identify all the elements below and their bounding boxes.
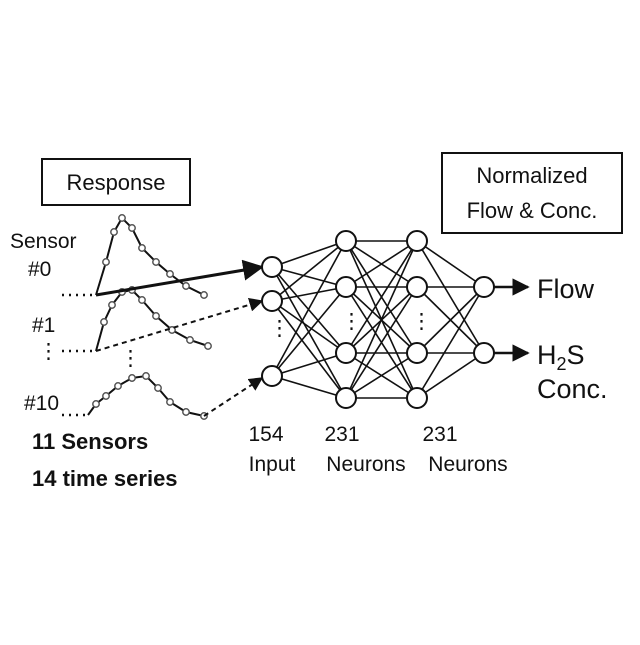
output-box-line2: Flow & Conc. <box>467 198 598 223</box>
h2s-subscript: 2 <box>557 354 567 374</box>
hidden1-count: 231 <box>324 423 359 446</box>
output-neuron-1 <box>474 343 494 363</box>
hidden1-neuron-2 <box>336 343 356 363</box>
hidden2-neuron-1 <box>407 277 427 297</box>
sensor-heading: Sensor <box>10 230 77 253</box>
input-neuron-0 <box>262 257 282 277</box>
hidden1-neuron-0 <box>336 231 356 251</box>
sensor-summary: 11 Sensors 14 time series <box>32 429 178 491</box>
input-name: Input <box>249 453 296 476</box>
output-labels: Flow H2S Conc. <box>537 274 608 404</box>
sensor-0-arrow <box>96 267 262 295</box>
hidden2-count: 231 <box>422 423 457 446</box>
network-connections <box>272 241 484 398</box>
summary-line1: 11 Sensors <box>32 429 148 454</box>
sensor-0-label: #0 <box>28 258 51 281</box>
output-neuron-0 <box>474 277 494 297</box>
sensor-labels: Sensor #0 #1 ⋮ #10 <box>10 230 77 415</box>
h2s-label: H2S <box>537 340 585 374</box>
input-arrows <box>96 267 262 416</box>
h2s-tail: S <box>567 340 585 370</box>
sensor-ellipsis: ⋮ <box>38 340 59 363</box>
summary-line2: 14 time series <box>32 466 178 491</box>
hidden2-ellipsis: ⋮ <box>411 310 432 333</box>
output-box: Normalized Flow & Conc. <box>442 153 622 233</box>
flow-label: Flow <box>537 274 595 304</box>
input-layer-ellipsis: ⋮ <box>269 317 290 340</box>
connection-hidden2-3-output-1 <box>417 353 484 398</box>
sensor-1-label: #1 <box>32 314 55 337</box>
sensor-0-curve <box>62 215 207 298</box>
hidden1-ellipsis: ⋮ <box>341 310 362 333</box>
sensor-10-curve <box>62 373 207 419</box>
connection-hidden2-0-output-0 <box>417 241 484 287</box>
sensor-1-curve: ⋮ <box>62 287 211 370</box>
sensor-10-arrow <box>204 378 262 416</box>
sensor-1-arrow <box>96 301 262 351</box>
hidden2-neuron-3 <box>407 388 427 408</box>
connection-input-1-hidden1-0 <box>272 241 346 301</box>
conc-label: Conc. <box>537 374 608 404</box>
connection-input-1-hidden1-1 <box>272 287 346 301</box>
layer-captions: 154 Input 231 Neurons 231 Neurons <box>248 423 507 476</box>
connection-input-0-hidden1-0 <box>272 241 346 267</box>
hidden2-neuron-2 <box>407 343 427 363</box>
input-count: 154 <box>248 423 283 446</box>
sensor-1-ellipsis: ⋮ <box>120 347 141 370</box>
sensor-10-label: #10 <box>24 392 59 415</box>
output-arrows <box>494 287 528 353</box>
connection-input-1-hidden1-3 <box>272 301 346 398</box>
input-neuron-1 <box>262 291 282 311</box>
output-box-line1: Normalized <box>476 163 587 188</box>
hidden2-name: Neurons <box>428 453 507 476</box>
input-neuron-2 <box>262 366 282 386</box>
hidden1-neuron-3 <box>336 388 356 408</box>
response-label: Response <box>66 170 165 195</box>
h2s-main: H <box>537 340 557 370</box>
hidden1-neuron-1 <box>336 277 356 297</box>
response-box: Response <box>42 159 190 205</box>
hidden2-neuron-0 <box>407 231 427 251</box>
hidden1-name: Neurons <box>326 453 405 476</box>
